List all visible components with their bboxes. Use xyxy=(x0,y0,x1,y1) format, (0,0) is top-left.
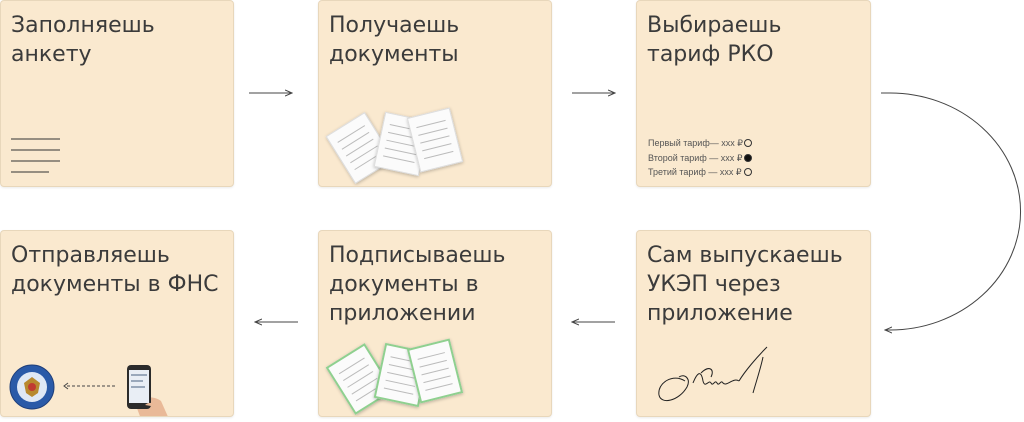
step-title: Заполняешь анкету xyxy=(11,13,155,67)
tariff-option: Второй тариф — xxx ₽ xyxy=(648,151,752,166)
step-card-fill-form: Заполняешь анкету xyxy=(0,0,234,187)
step-card-issue-signature: Сам выпускаешь УКЭП через приложение xyxy=(636,230,871,417)
signed-documents-icon xyxy=(325,337,464,415)
signature-icon xyxy=(658,346,768,402)
tax-service-emblem-icon xyxy=(9,364,55,410)
step-card-sign-documents: Подписываешь документы в приложении xyxy=(318,230,552,417)
documents-icon xyxy=(325,106,464,184)
tariff-label: Второй тариф — xxx ₽ xyxy=(648,152,743,163)
radio-unselected-icon xyxy=(744,168,752,177)
phone-in-hand-icon xyxy=(127,365,168,416)
step-card-receive-documents: Получаешь документы xyxy=(318,0,552,187)
tariff-option: Первый тариф— xxx ₽ xyxy=(648,136,752,151)
step-card-send-to-fns: Отправляешь документы в ФНС xyxy=(0,230,234,417)
radio-unselected-icon xyxy=(744,139,752,148)
step-title: Получаешь документы xyxy=(329,13,460,67)
form-lines-icon xyxy=(11,138,60,173)
step-title: Выбираешь тариф РКО xyxy=(647,13,782,67)
tariff-options: Первый тариф— xxx ₽ Второй тариф — xxx ₽… xyxy=(648,136,752,180)
radio-selected-icon xyxy=(744,153,752,162)
dashed-arrow xyxy=(63,382,115,390)
arrow-step3-to-step6 xyxy=(881,92,1022,330)
tariff-label: Третий тариф — xxx ₽ xyxy=(648,167,742,177)
step-title: Подписываешь документы в приложении xyxy=(329,243,506,326)
step-card-choose-tariff: Выбираешь тариф РКО Первый тариф— xxx ₽ … xyxy=(636,0,871,187)
tariff-label: Первый тариф— xxx ₽ xyxy=(648,138,743,148)
tariff-option: Третий тариф — xxx ₽ xyxy=(648,165,752,180)
step-title: Отправляешь документы в ФНС xyxy=(11,243,219,297)
step-title: Сам выпускаешь УКЭП через приложение xyxy=(647,243,843,326)
